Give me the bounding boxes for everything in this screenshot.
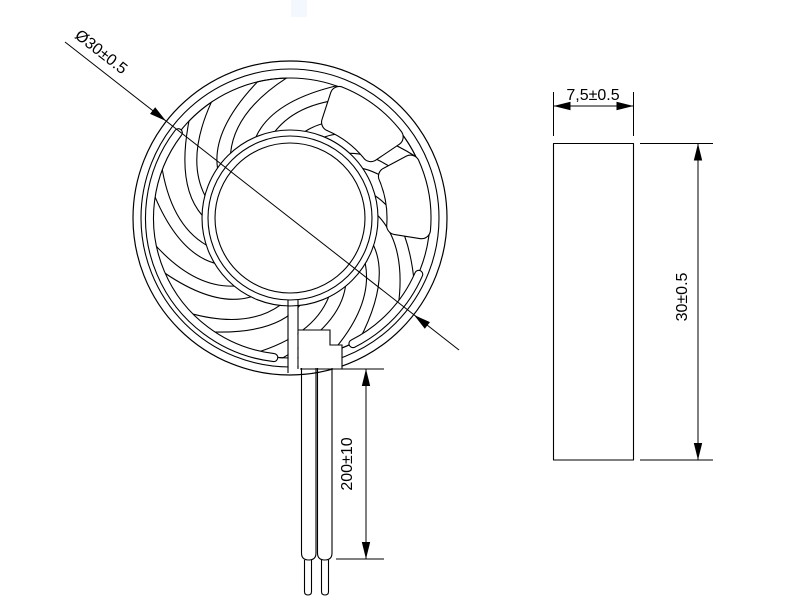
render-artifact	[291, 0, 307, 17]
frame-window-top-right	[321, 85, 404, 163]
diameter-arrowhead-lower	[414, 315, 430, 329]
wire-housing	[298, 329, 343, 369]
fan-blade	[152, 161, 215, 264]
wire-housing-fill	[298, 330, 342, 369]
fan-blade	[216, 77, 289, 169]
frame-openings	[145, 85, 432, 363]
frame-channel-right	[348, 269, 424, 349]
lead-wire-left	[300, 368, 317, 561]
fan-side-view	[552, 142, 635, 461]
height-arrowhead-top	[693, 143, 703, 161]
thickness-arrowhead-left	[553, 101, 571, 111]
thickness-arrowhead-right	[616, 101, 634, 111]
fan-outer-ring	[132, 60, 448, 376]
lead-length-arrowhead-bottom	[361, 542, 371, 559]
hub-circle	[214, 142, 366, 294]
lead-wire-right	[316, 368, 333, 561]
height-dimension: 30±0.5	[640, 143, 713, 461]
hub-ring-inner	[207, 135, 373, 301]
stem-fill	[288, 300, 298, 373]
frame-window-right	[377, 154, 432, 240]
fan-front-view	[132, 60, 448, 596]
height-arrowhead-bottom	[693, 443, 703, 460]
lead-wires	[300, 368, 333, 596]
diameter-arrowhead-upper	[150, 107, 166, 121]
height-dimension-label: 30±0.5	[674, 272, 691, 321]
thickness-dimension-label: 7,5±0.5	[566, 87, 619, 104]
side-view-body	[552, 142, 635, 461]
fan-blade	[184, 100, 213, 216]
frame-channel-left	[145, 128, 279, 363]
diameter-dimension-line	[64, 41, 460, 351]
hub-ring-outer	[201, 129, 379, 307]
lead-length-dimension: 200±10	[300, 368, 384, 560]
bare-lead-left	[303, 560, 313, 596]
lead-length-dimension-label: 200±10	[339, 437, 356, 490]
lead-length-arrowhead-top	[361, 369, 371, 386]
bare-lead-right	[320, 560, 330, 596]
thickness-dimension: 7,5±0.5	[553, 87, 634, 136]
